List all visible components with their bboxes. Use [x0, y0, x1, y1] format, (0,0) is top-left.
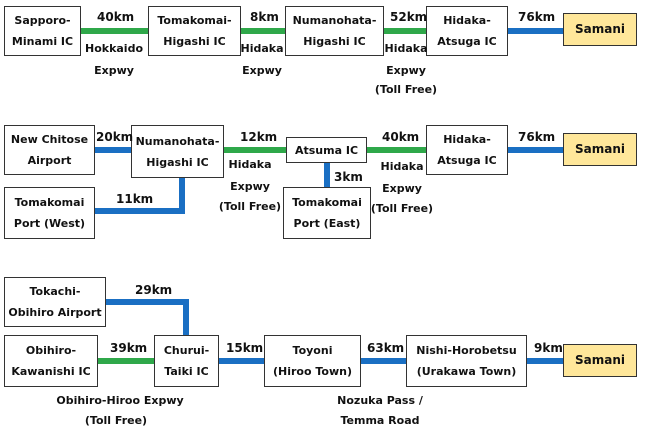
node-label: Obihiro- Kawanishi IC	[11, 344, 91, 378]
node-toyoni-hiroo-town: Toyoni (Hiroo Town)	[264, 335, 361, 387]
node-label: Samani	[575, 353, 625, 367]
node-tomakomai-higashi-ic: Tomakomai- Higashi IC	[148, 6, 241, 56]
distance-label: 9km	[534, 341, 563, 355]
node-churui-taiki-ic: Churui- Taiki IC	[154, 335, 219, 387]
distance-label: 76km	[518, 130, 556, 144]
road-name-label: (Toll Free)	[84, 414, 148, 427]
node-label: New Chitose Airport	[10, 133, 89, 167]
road-name-label: Hidaka	[380, 160, 424, 173]
road-name-label: Hidaka	[228, 158, 272, 171]
road-name-label: Expwy	[230, 180, 270, 193]
node-obihiro-kawanishi-ic: Obihiro- Kawanishi IC	[4, 335, 98, 387]
road-name-label: Hidaka	[384, 42, 428, 55]
node-samani-destination: Samani	[563, 13, 637, 46]
road-name-label: Obihiro-Hiroo Expwy	[56, 394, 184, 407]
node-atsuma-ic: Atsuma IC	[286, 137, 367, 163]
road-name-label: Expwy	[386, 64, 426, 77]
road-name-label: (Toll Free)	[218, 200, 282, 213]
node-label: Tomakomai- Higashi IC	[157, 14, 232, 48]
distance-label: 15km	[226, 341, 264, 355]
route2-line-west-port	[95, 178, 185, 214]
node-label: Tokachi- Obihiro Airport	[8, 285, 102, 319]
node-tokachi-obihiro-airport: Tokachi- Obihiro Airport	[4, 277, 106, 327]
road-name-label: Hidaka	[240, 42, 284, 55]
node-numanohata-higashi-ic: Numanohata- Higashi IC	[131, 125, 224, 178]
node-numanohata-higashi-ic: Numanohata- Higashi IC	[285, 6, 384, 56]
node-label: Atsuma IC	[294, 143, 359, 157]
distance-label: 76km	[518, 10, 556, 24]
distance-label: 20km	[96, 130, 134, 144]
node-nishi-horobetsu-urakawa-town: Nishi-Horobetsu (Urakawa Town)	[406, 335, 527, 387]
node-sapporo-minami-ic: Sapporo- Minami IC	[4, 6, 81, 56]
distance-label: 3km	[334, 170, 363, 184]
node-label: Samani	[575, 22, 625, 36]
road-name-label: Temma Road	[340, 414, 420, 427]
node-label: Toyoni (Hiroo Town)	[273, 344, 352, 378]
distance-label: 40km	[382, 130, 420, 144]
road-name-label: Nozuka Pass /	[337, 394, 423, 407]
node-label: Numanohata- Higashi IC	[292, 14, 377, 48]
distance-label: 52km	[390, 10, 428, 24]
road-name-label: (Toll Free)	[370, 202, 434, 215]
node-label: Tomakomai Port (East)	[292, 196, 362, 230]
node-label: Tomakomai Port (West)	[13, 196, 86, 230]
road-name-label: Hokkaido	[84, 42, 144, 55]
distance-label: 63km	[367, 341, 405, 355]
node-label: Sapporo- Minami IC	[11, 14, 74, 48]
distance-label: 40km	[97, 10, 135, 24]
node-label: Churui- Taiki IC	[163, 344, 210, 378]
distance-label: 12km	[240, 130, 278, 144]
node-samani-destination: Samani	[563, 344, 637, 377]
node-samani-destination: Samani	[563, 133, 637, 166]
distance-label: 29km	[135, 283, 173, 297]
node-label: Samani	[575, 142, 625, 156]
node-label: Nishi-Horobetsu (Urakawa Town)	[416, 344, 517, 378]
road-name-label: (Toll Free)	[374, 83, 438, 96]
node-label: Hidaka- Atsuga IC	[437, 133, 497, 167]
node-hidaka-atsuga-ic: Hidaka- Atsuga IC	[426, 6, 508, 56]
distance-label: 39km	[110, 341, 148, 355]
node-tomakomai-port-east: Tomakomai Port (East)	[283, 187, 371, 239]
node-tomakomai-port-west: Tomakomai Port (West)	[4, 187, 95, 239]
road-name-label: Expwy	[382, 182, 422, 195]
road-name-label: Expwy	[242, 64, 282, 77]
route3-line-airport-churui	[106, 299, 189, 335]
node-hidaka-atsuga-ic: Hidaka- Atsuga IC	[426, 125, 508, 175]
node-new-chitose-airport: New Chitose Airport	[4, 125, 95, 175]
road-name-label: Expwy	[94, 64, 134, 77]
node-label: Hidaka- Atsuga IC	[437, 14, 497, 48]
distance-label: 8km	[250, 10, 279, 24]
distance-label: 11km	[116, 192, 154, 206]
node-label: Numanohata- Higashi IC	[135, 134, 220, 169]
